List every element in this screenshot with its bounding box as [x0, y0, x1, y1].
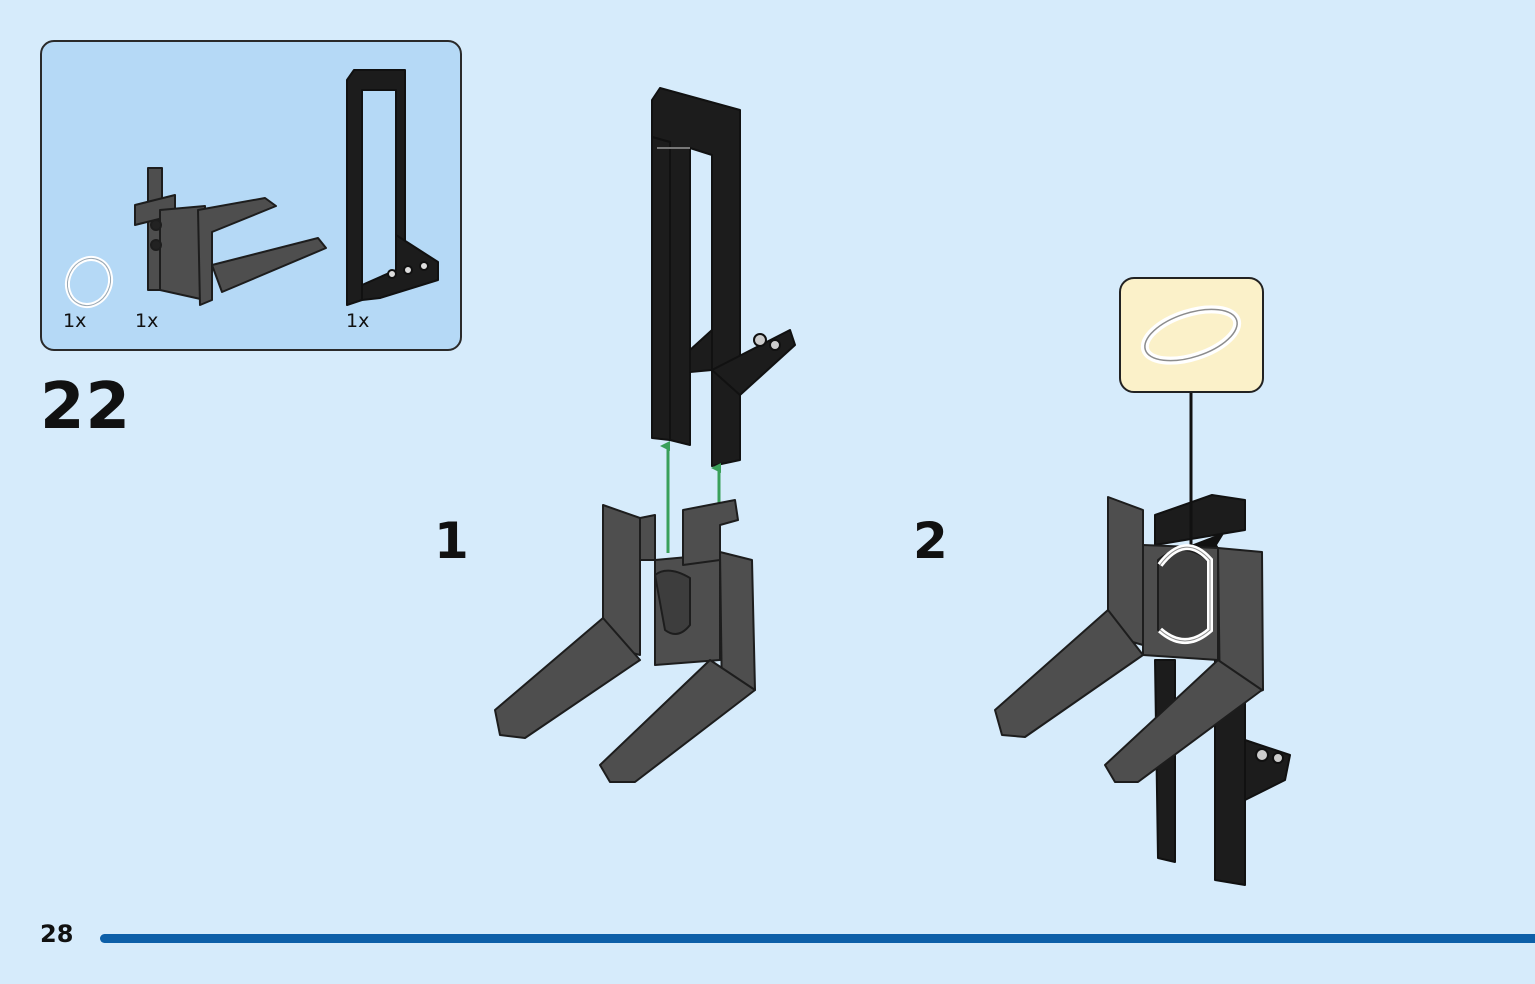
part-fork-carriage-icon [134, 167, 327, 306]
mast-frame-step1 [651, 87, 796, 467]
fork-carriage-step1 [494, 499, 756, 783]
substep-1-label: 1 [434, 512, 469, 570]
rubber-band-installed [1157, 544, 1213, 644]
part-qty-mast-frame: 1x [346, 310, 370, 332]
parts-list-box [40, 40, 462, 351]
page-progress-bar [100, 934, 1535, 943]
part-rubber-band-icon [64, 256, 114, 308]
rubber-band-callout [1119, 277, 1264, 393]
fork-carriage-step2 [994, 496, 1264, 783]
step-number: 22 [40, 370, 132, 444]
substep-2-label: 2 [913, 512, 948, 570]
page-number: 28 [40, 920, 74, 948]
part-mast-frame-icon [346, 69, 439, 306]
part-qty-rubber-band: 1x [63, 310, 87, 332]
part-qty-fork-carriage: 1x [135, 310, 159, 332]
